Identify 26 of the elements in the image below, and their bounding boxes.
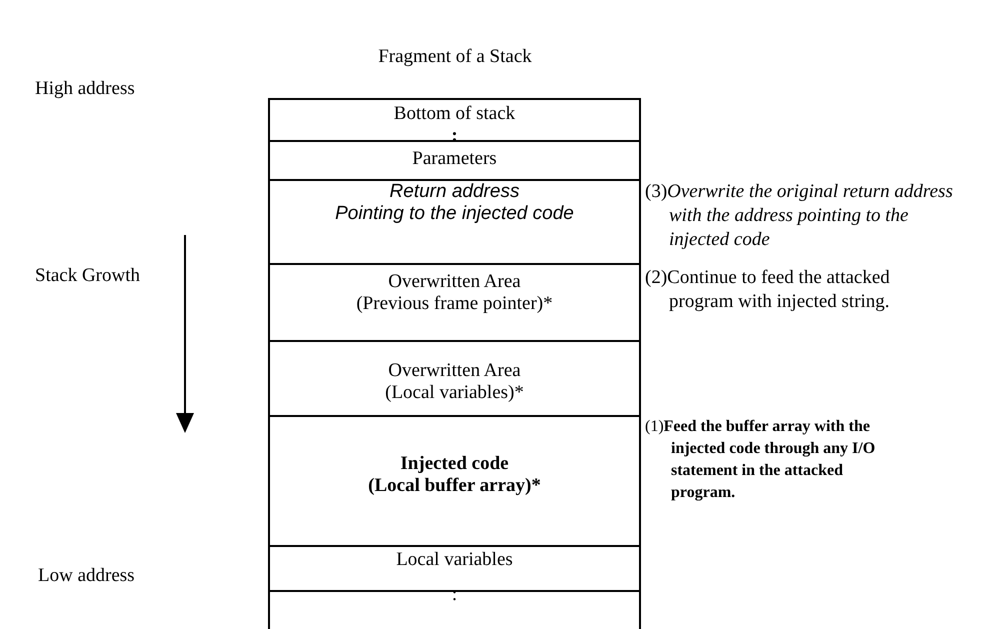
step-note: (3)Overwrite the original return address with the address pointing to the injected code bbox=[645, 180, 954, 252]
stack-frame-cell bbox=[268, 415, 641, 545]
stack-frame-cell bbox=[268, 545, 641, 590]
cell-text: Injected code bbox=[400, 453, 509, 475]
cell-text: Bottom of stack bbox=[394, 103, 516, 125]
cell-text: Overwritten Area bbox=[388, 360, 521, 382]
cell-text: (Previous frame pointer)* bbox=[356, 293, 553, 315]
axis-label: Low address bbox=[38, 565, 136, 587]
cell-text: Overwritten Area bbox=[388, 271, 521, 293]
stack-frame-cell bbox=[268, 263, 641, 340]
step-note: (1)Feed the buffer array with the injected code through any I/O statement in the attacked program. bbox=[645, 417, 876, 503]
stack-frame-cell bbox=[268, 179, 641, 263]
step-note: (2)Continue to feed the attacked program with injected string. bbox=[645, 266, 891, 314]
stack-frame-cell bbox=[268, 340, 641, 415]
cell-text: Return address bbox=[388, 181, 520, 203]
stack-frame-cell bbox=[268, 140, 641, 179]
stack-frame-cell bbox=[268, 590, 641, 629]
axis-label: Stack Growth bbox=[35, 265, 142, 287]
cell-text: Parameters bbox=[412, 148, 497, 170]
cell-text: (Local variables)* bbox=[385, 382, 524, 404]
cell-text: Pointing to the injected code bbox=[334, 203, 575, 225]
cell-text: (Local buffer array)* bbox=[368, 475, 541, 497]
diagram-title: Fragment of a Stack bbox=[377, 46, 533, 68]
stack-frame-cell bbox=[268, 98, 641, 140]
axis-label: High address bbox=[35, 78, 136, 100]
cell-text: Local variables bbox=[396, 549, 513, 571]
